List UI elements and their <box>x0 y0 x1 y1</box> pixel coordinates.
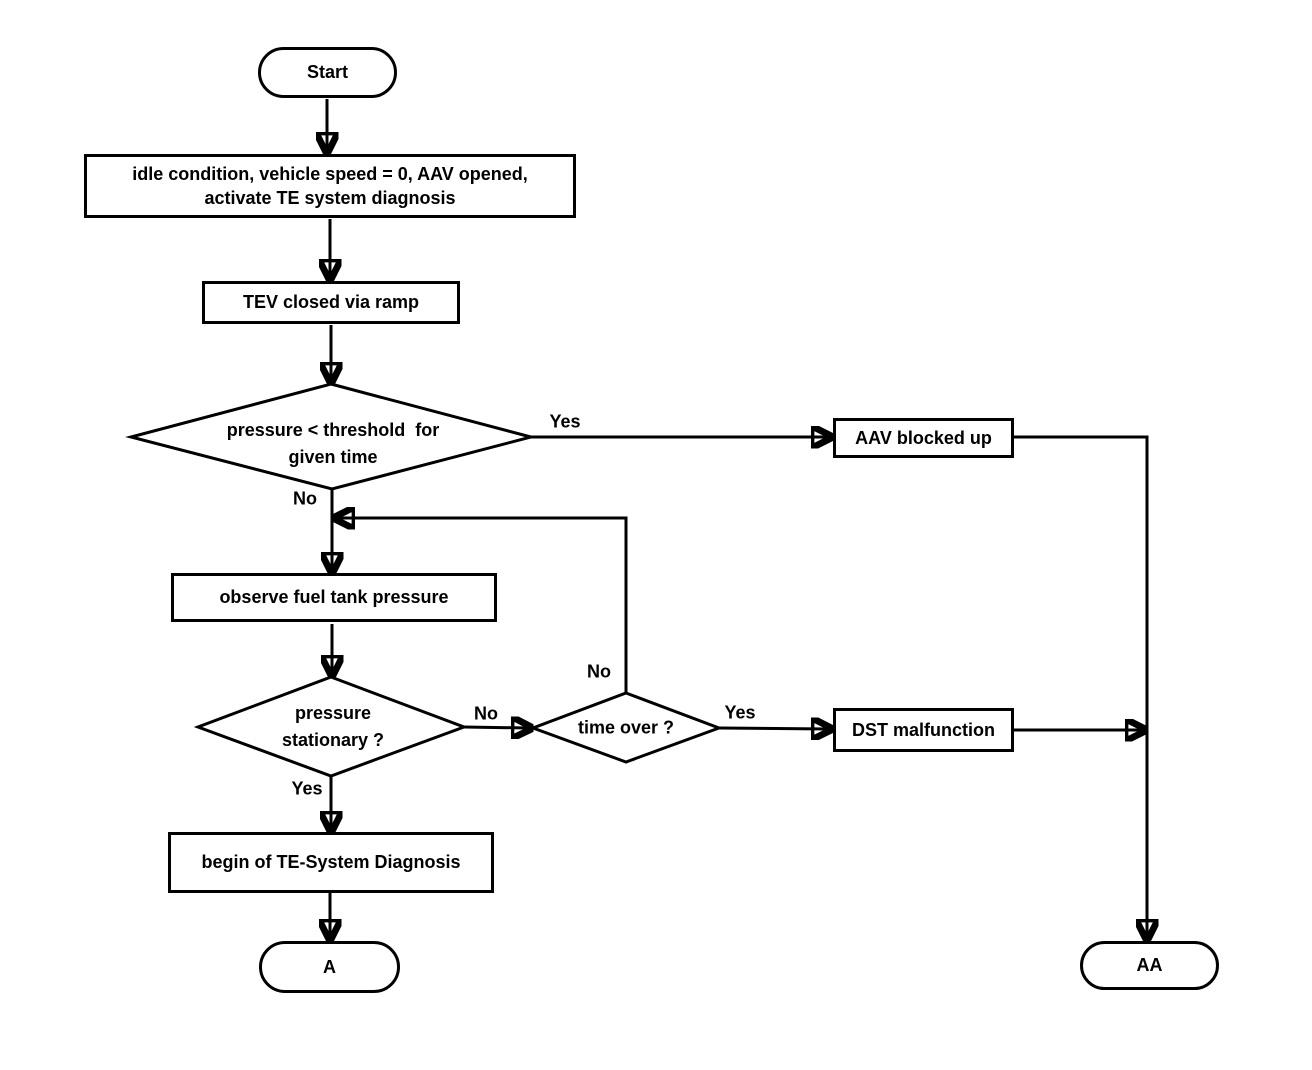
process-begin-diagnosis: begin of TE-System Diagnosis <box>168 832 494 893</box>
process-dst-malfunction-label: DST malfunction <box>852 719 995 740</box>
edge-time-over-yes-to-dst <box>718 728 829 729</box>
terminal-aa-connector: AA <box>1080 941 1219 990</box>
process-tev-closed: TEV closed via ramp <box>202 281 460 324</box>
edge-label-time-over-no: No <box>587 661 611 682</box>
process-idle-condition-label: idle condition, vehicle speed = 0, AAV o… <box>132 163 528 208</box>
process-begin-diagnosis-label: begin of TE-System Diagnosis <box>201 852 461 873</box>
process-idle-condition: idle condition, vehicle speed = 0, AAV o… <box>84 154 576 218</box>
decision-pressure-stationary-shape <box>193 675 469 778</box>
edge-label-stationary-yes: Yes <box>291 778 323 799</box>
decision-pressure-threshold-shape <box>125 382 537 491</box>
process-aav-blocked: AAV blocked up <box>833 418 1014 458</box>
edge-label-stationary-no: No <box>474 703 498 724</box>
edge-label-threshold-yes: Yes <box>549 411 581 432</box>
edge-label-threshold-no: No <box>293 488 317 509</box>
process-dst-malfunction: DST malfunction <box>833 708 1014 752</box>
edge-label-time-over-yes: Yes <box>724 702 756 723</box>
process-aav-blocked-label: AAV blocked up <box>855 427 992 448</box>
terminal-a-label: A <box>323 956 336 977</box>
terminal-start: Start <box>258 47 397 98</box>
decision-pressure-stationary-label: pressure stationary ? <box>281 703 385 750</box>
edge-stationary-no-to-time-over <box>463 727 529 728</box>
terminal-a-connector: A <box>259 941 400 993</box>
terminal-aa-label: AA <box>1136 955 1163 976</box>
edge-time-over-no-loopback <box>337 518 628 693</box>
process-tev-closed-label: TEV closed via ramp <box>242 292 420 313</box>
terminal-start-label: Start <box>306 62 348 83</box>
process-observe-pressure: observe fuel tank pressure <box>171 573 497 622</box>
process-observe-pressure-label: observe fuel tank pressure <box>219 587 449 608</box>
decision-time-over-shape <box>528 691 724 764</box>
edge-aav-blocked-to-aa <box>1014 435 1147 937</box>
decision-pressure-threshold-label: pressure < threshold for given time <box>226 420 440 467</box>
decision-time-over-label: time over ? <box>577 717 675 738</box>
